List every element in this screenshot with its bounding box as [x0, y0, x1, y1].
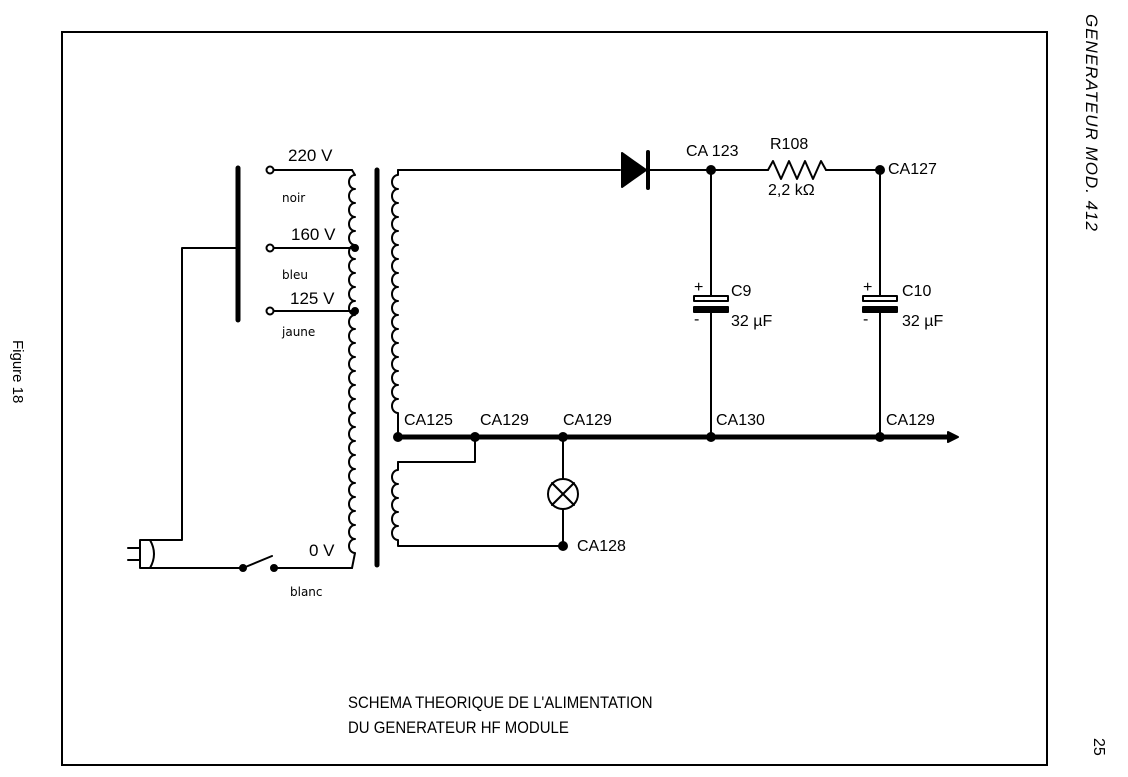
tap-0v-wire-color: blanc: [290, 585, 323, 599]
diagram-caption: SCHEMA THEORIQUE DE L'ALIMENTATION DU GE…: [348, 690, 653, 740]
c9-minus-sign: -: [694, 311, 700, 328]
c9-name-label: C9: [731, 283, 752, 300]
c10-value-label: 32 µF: [902, 313, 944, 330]
power-switch: [239, 555, 353, 572]
node-ca129-b-label: CA129: [563, 412, 612, 429]
node-ca127-label: CA127: [888, 161, 937, 178]
c10-name-label: C10: [902, 283, 932, 300]
tap-125v-label: 125 V: [290, 289, 335, 308]
tap-0v-label: 0 V: [309, 541, 335, 560]
tap-220v-label: 220 V: [288, 146, 333, 165]
secondary-winding-lamp: [391, 461, 564, 547]
tap-160v-label: 160 V: [291, 225, 336, 244]
c9-plate-positive: [693, 295, 729, 302]
page-header-side: GENERATEUR MOD. 412: [1082, 14, 1101, 233]
node-ca125-label: CA125: [404, 412, 453, 429]
node-ca123-label: CA 123: [686, 143, 739, 160]
r108-value-label: 2,2 kΩ: [768, 182, 815, 199]
node-ca129-a-label: CA129: [480, 412, 529, 429]
lamp-winding-link: [397, 436, 476, 463]
indicator-lamp-icon: [547, 478, 579, 510]
c10-minus-sign: -: [863, 311, 869, 328]
c10-plus-sign: +: [863, 279, 873, 296]
secondary-winding-ht: [391, 169, 399, 438]
tap-220v-wire-color: noir: [282, 191, 306, 205]
diode-icon: [621, 150, 650, 190]
r108-resistor-icon: [767, 160, 827, 180]
node-ca128-label: CA128: [577, 538, 626, 555]
c10-plate-positive: [862, 295, 898, 302]
c9-value-label: 32 µF: [731, 313, 773, 330]
caption-line-1: SCHEMA THEORIQUE DE L'ALIMENTATION: [348, 693, 653, 712]
c9-plus-sign: +: [694, 279, 704, 296]
ground-bus-arrow: [947, 431, 959, 443]
node-ca129-c-label: CA129: [886, 412, 935, 429]
tap-125v-wire-color: jaune: [282, 325, 316, 339]
primary-winding: [348, 169, 356, 569]
page-number: 25: [1090, 738, 1107, 756]
mains-wire-selector: [149, 247, 239, 541]
tap-160v-wire-color: bleu: [282, 268, 308, 282]
r108-name-label: R108: [770, 136, 809, 153]
figure-label: Figure 18: [9, 340, 26, 404]
diagram-frame: [61, 31, 1048, 766]
junction-dots: [393, 165, 885, 551]
mains-plug-icon: [127, 539, 155, 569]
node-ca130-label: CA130: [716, 412, 765, 429]
caption-line-2: DU GENERATEUR HF MODULE: [348, 718, 569, 737]
